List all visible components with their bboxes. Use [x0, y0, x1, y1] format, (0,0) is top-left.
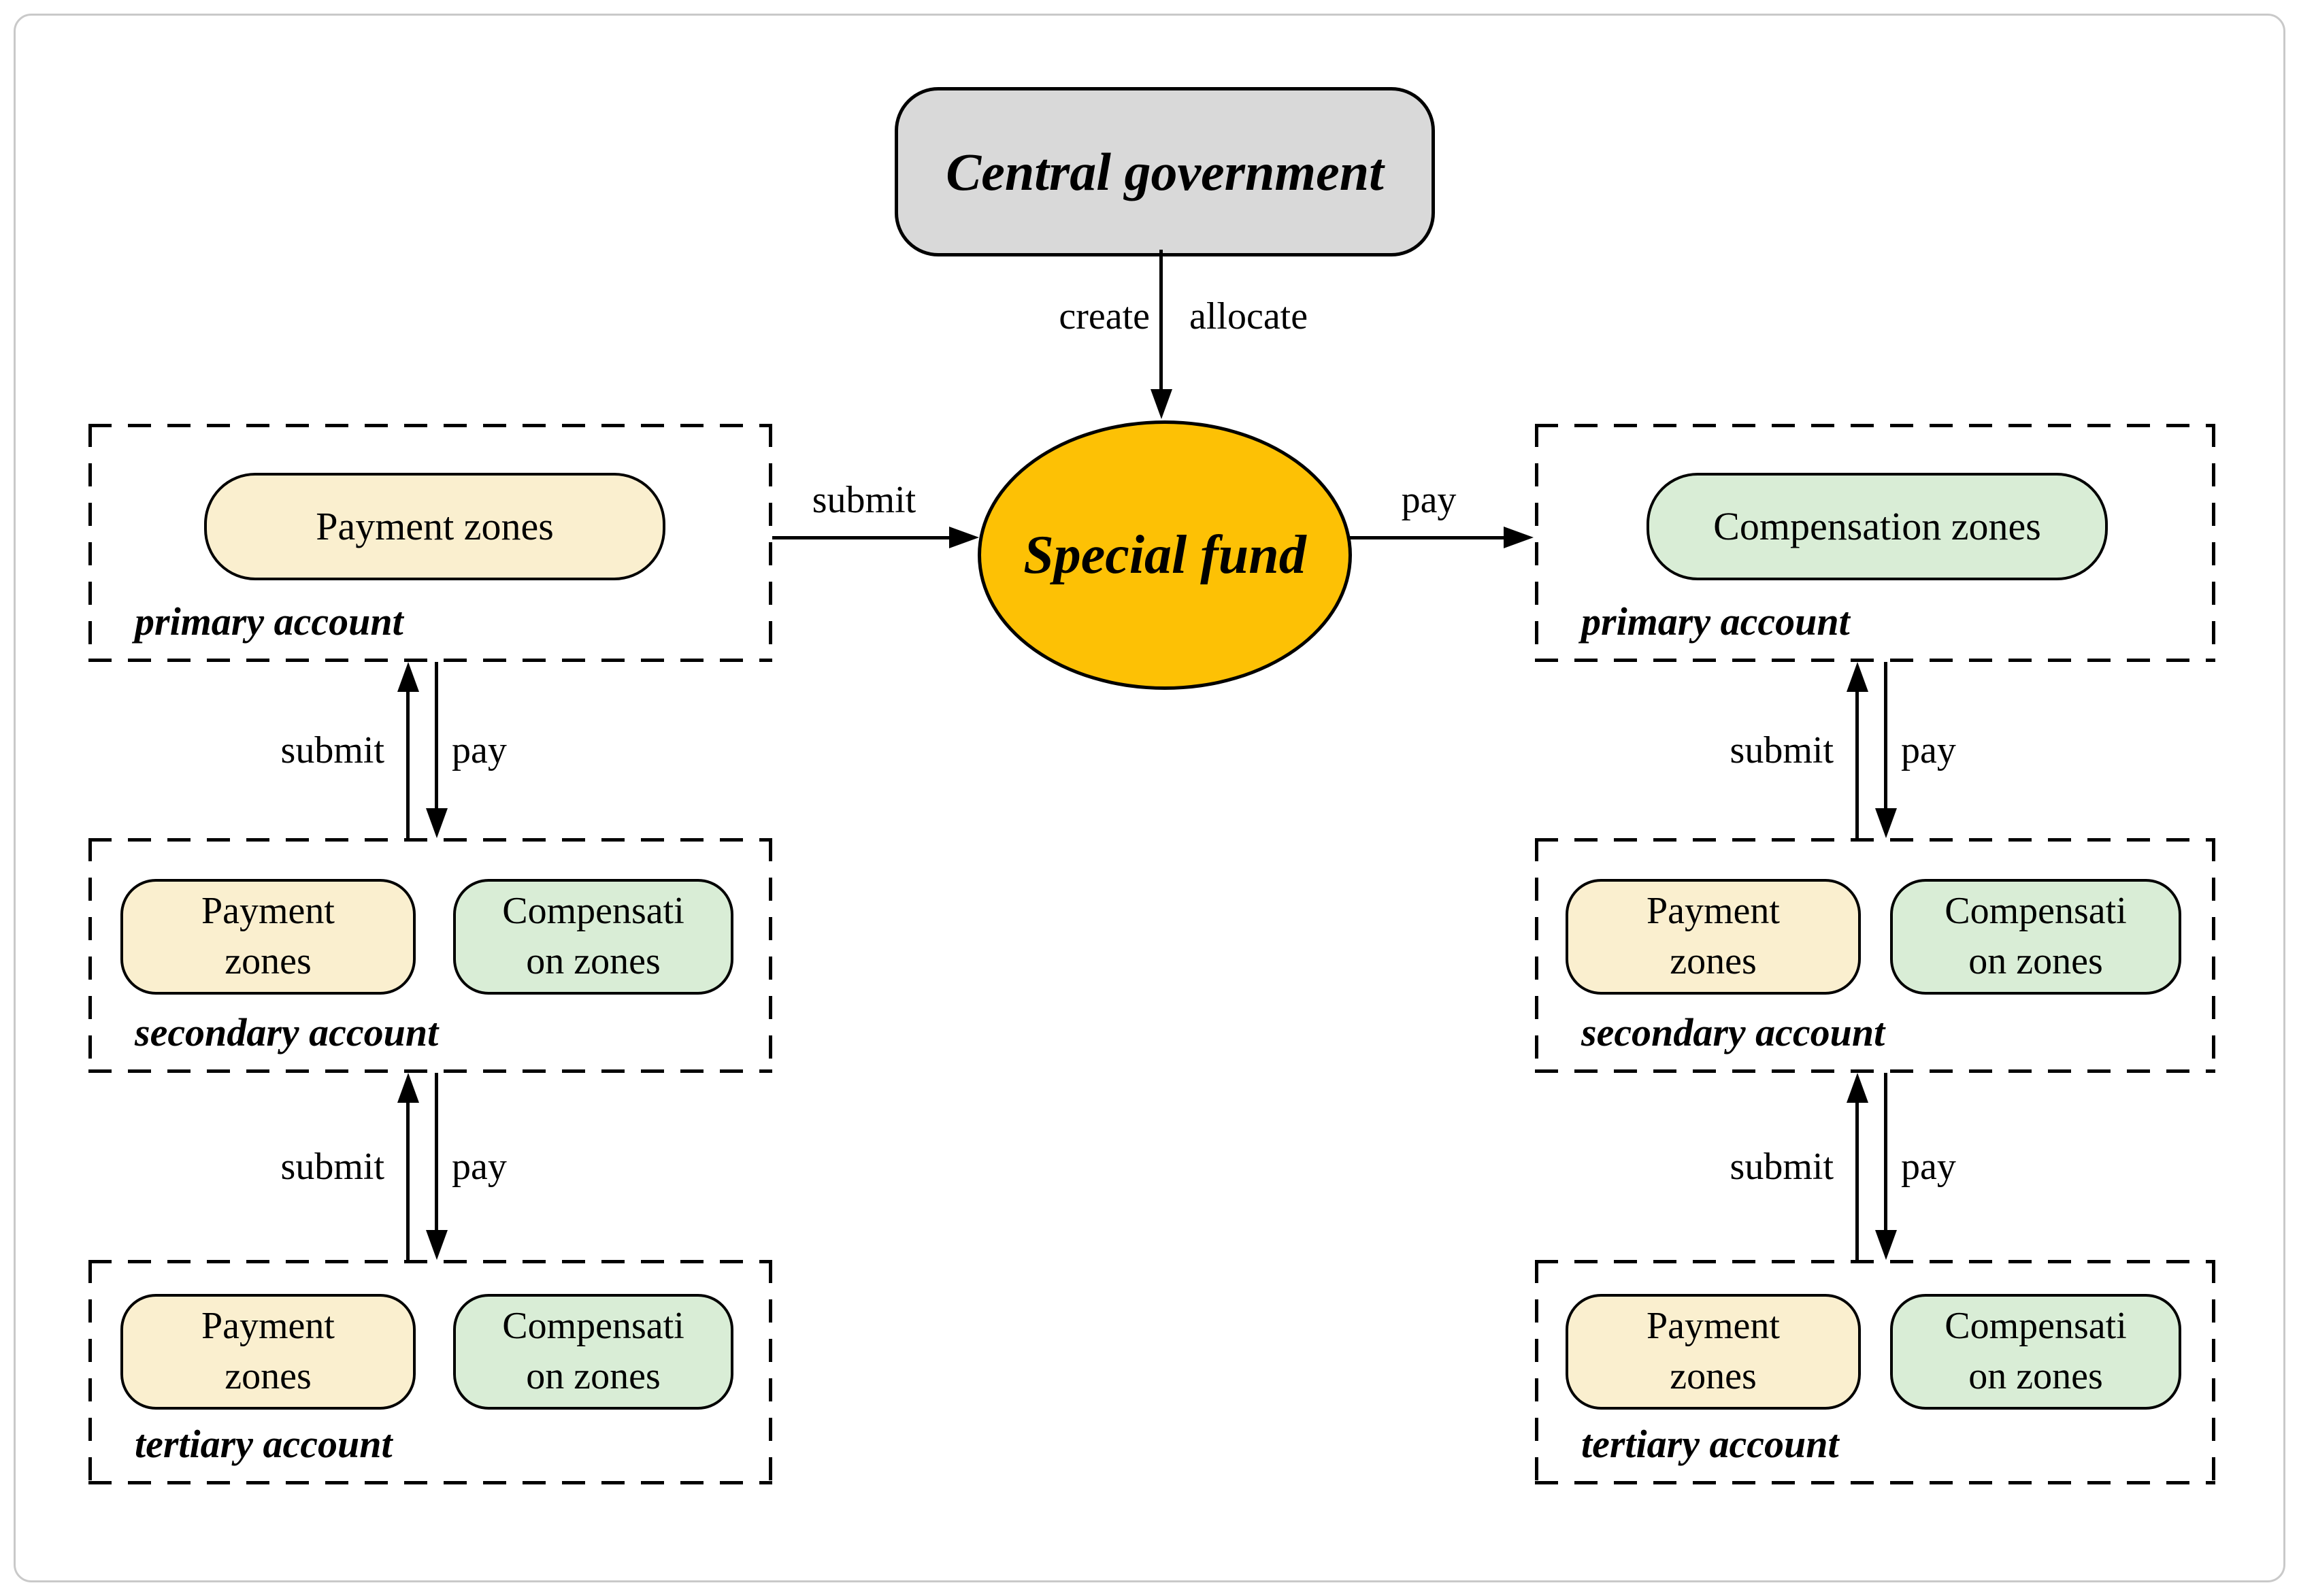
left-tertiary-payment-zones-pill: Payment zones — [120, 1294, 416, 1410]
left-tertiary-compensation-zones-pill: Compensati on zones — [453, 1294, 733, 1410]
compensation-zones-label: Compensation zones — [1713, 503, 2041, 548]
create-allocate-arrowhead-icon — [1151, 389, 1172, 419]
payment-zones-line1: Payment — [201, 1305, 335, 1348]
compensation-zones-line2: on zones — [526, 940, 661, 982]
left-submit-arrowhead-1-icon — [397, 662, 419, 692]
left-primary-account-label: primary account — [135, 599, 403, 644]
allocate-label: allocate — [1189, 295, 1308, 337]
left-pay-label-1: pay — [452, 729, 507, 771]
central-government-node: Central government — [895, 87, 1435, 256]
compensation-zones-line2: on zones — [1968, 1355, 2103, 1397]
left-submit-label-2: submit — [280, 1146, 384, 1188]
pay-from-fund-label: pay — [1401, 479, 1457, 521]
payment-zones-line1: Payment — [201, 890, 335, 933]
payment-zones-line2: zones — [225, 940, 312, 982]
right-tertiary-account-box: Payment zones Compensati on zones tertia… — [1535, 1260, 2215, 1484]
right-submit-arrowhead-1-icon — [1847, 662, 1868, 692]
right-tertiary-compensation-zones-pill: Compensati on zones — [1890, 1294, 2181, 1410]
special-fund-label: Special fund — [1023, 525, 1306, 585]
submit-to-fund-label: submit — [812, 479, 916, 521]
compensation-zones-line2: on zones — [1968, 940, 2103, 982]
payment-zones-line1: Payment — [1647, 1305, 1780, 1348]
compensation-zones-line2: on zones — [526, 1355, 661, 1397]
right-primary-account-box: Compensation zones primary account — [1535, 424, 2215, 662]
create-allocate-arrow-line — [1159, 250, 1163, 389]
right-primary-compensation-zones-pill: Compensation zones — [1647, 473, 2108, 580]
right-submit-arrow-line-1 — [1855, 691, 1859, 838]
right-pay-arrow-line-1 — [1884, 662, 1887, 810]
right-pay-label-2: pay — [1901, 1146, 1956, 1188]
left-pay-arrow-line-1 — [435, 662, 438, 810]
create-label: create — [1059, 295, 1150, 337]
left-submit-arrow-line-2 — [406, 1101, 410, 1260]
left-submit-arrow-line-1 — [406, 691, 410, 838]
submit-to-fund-arrow-line — [772, 536, 949, 539]
left-secondary-payment-zones-pill: Payment zones — [120, 879, 416, 995]
payment-zones-line2: zones — [1670, 940, 1757, 982]
payment-zones-line1: Payment — [1647, 890, 1780, 933]
submit-to-fund-arrowhead-icon — [949, 527, 979, 548]
left-secondary-account-label: secondary account — [135, 1010, 439, 1054]
compensation-zones-line1: Compensati — [1945, 1305, 2127, 1348]
left-submit-arrowhead-2-icon — [397, 1073, 419, 1103]
left-submit-label-1: submit — [280, 729, 384, 771]
left-pay-arrowhead-1-icon — [426, 808, 448, 838]
right-submit-label-2: submit — [1730, 1146, 1834, 1188]
right-secondary-account-box: Payment zones Compensati on zones second… — [1535, 838, 2215, 1073]
payment-zones-line2: zones — [225, 1355, 312, 1397]
right-secondary-compensation-zones-pill: Compensati on zones — [1890, 879, 2181, 995]
left-pay-arrowhead-2-icon — [426, 1230, 448, 1260]
right-secondary-account-label: secondary account — [1581, 1010, 1885, 1054]
left-tertiary-account-box: Payment zones Compensati on zones tertia… — [88, 1260, 772, 1484]
pay-from-fund-arrow-line — [1347, 536, 1504, 539]
compensation-zones-line1: Compensati — [502, 1305, 684, 1348]
left-secondary-account-box: Payment zones Compensati on zones second… — [88, 838, 772, 1073]
page-frame-border — [14, 14, 2285, 1582]
central-government-label: Central government — [946, 142, 1384, 201]
left-secondary-compensation-zones-pill: Compensati on zones — [453, 879, 733, 995]
right-pay-arrowhead-1-icon — [1875, 808, 1897, 838]
compensation-zones-line1: Compensati — [502, 890, 684, 933]
left-primary-payment-zones-pill: Payment zones — [204, 473, 665, 580]
payment-zones-label: Payment zones — [316, 503, 554, 548]
payment-zones-line2: zones — [1670, 1355, 1757, 1397]
right-submit-arrowhead-2-icon — [1847, 1073, 1868, 1103]
right-submit-arrow-line-2 — [1855, 1101, 1859, 1260]
left-pay-arrow-line-2 — [435, 1073, 438, 1230]
right-tertiary-account-label: tertiary account — [1581, 1422, 1839, 1466]
right-pay-arrowhead-2-icon — [1875, 1230, 1897, 1260]
special-fund-node: Special fund — [978, 420, 1352, 690]
right-submit-label-1: submit — [1730, 729, 1834, 771]
right-primary-account-label: primary account — [1581, 599, 1850, 644]
right-pay-label-1: pay — [1901, 729, 1956, 771]
compensation-zones-line1: Compensati — [1945, 890, 2127, 933]
left-pay-label-2: pay — [452, 1146, 507, 1188]
right-tertiary-payment-zones-pill: Payment zones — [1566, 1294, 1861, 1410]
pay-from-fund-arrowhead-icon — [1504, 527, 1534, 548]
right-secondary-payment-zones-pill: Payment zones — [1566, 879, 1861, 995]
right-pay-arrow-line-2 — [1884, 1073, 1887, 1230]
left-primary-account-box: Payment zones primary account — [88, 424, 772, 662]
left-tertiary-account-label: tertiary account — [135, 1422, 393, 1466]
